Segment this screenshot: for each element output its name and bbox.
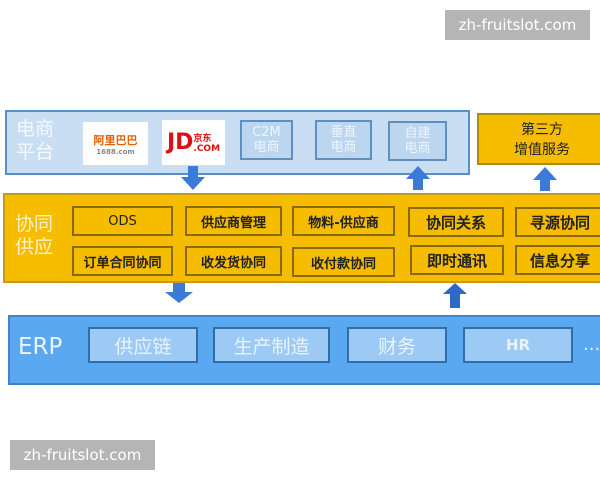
sourcing-collab-box: 寻源协同 [515, 207, 600, 237]
shipping-receiving-box: 收发货协同 [185, 246, 282, 276]
vertical-ecommerce-box: 垂直电商 [315, 120, 372, 160]
logo-sub: 京东 [193, 134, 212, 144]
ecommerce-label: 电商平台 [16, 118, 54, 164]
erp-label: ERP [18, 334, 63, 360]
arrow-up-icon [443, 283, 467, 308]
logo-suffix: .COM [193, 144, 221, 154]
arrow-down-icon [181, 166, 205, 190]
logo-sub: 1688.com [96, 147, 135, 156]
hr-module: HR [463, 327, 573, 363]
manufacturing-module: 生产制造 [213, 327, 330, 363]
logo-text: JD [166, 130, 194, 155]
self-built-ecommerce-box: 自建电商 [388, 121, 447, 161]
supply-chain-module: 供应链 [88, 327, 198, 363]
logo-text: 阿里巴巴 [93, 133, 138, 147]
box-line: 电商 [404, 141, 431, 156]
info-sharing-box: 信息分享 [515, 245, 600, 275]
arrow-up-icon [533, 167, 557, 191]
label-line: 供应 [15, 236, 54, 258]
arrow-up-icon [406, 166, 430, 190]
label-line: 平台 [16, 141, 55, 163]
box-line: 电商 [253, 140, 280, 155]
box-line: 自建 [404, 126, 431, 141]
arrow-down-icon [165, 283, 193, 303]
finance-module: 财务 [347, 327, 447, 363]
order-contract-box: 订单合同协同 [72, 246, 173, 276]
material-supplier-box: 物料-供应商 [292, 206, 395, 236]
ods-box: ODS [72, 206, 173, 236]
box-line: 第三方 [521, 122, 563, 138]
label-line: 协同 [15, 213, 54, 235]
box-line: 电商 [330, 140, 357, 155]
box-line: 增值服务 [514, 142, 570, 158]
supplier-management-box: 供应商管理 [185, 206, 282, 236]
label-line: 电商 [16, 118, 55, 140]
instant-messaging-box: 即时通讯 [410, 245, 504, 275]
box-line: 垂直 [330, 125, 357, 140]
box-line: C2M [252, 125, 281, 140]
collab-relation-box: 协同关系 [408, 207, 504, 237]
watermark-bottom: zh-fruitslot.com [10, 440, 155, 470]
third-party-services-box: 第三方增值服务 [477, 113, 600, 165]
payment-collab-box: 收付款协同 [292, 247, 395, 277]
collab-label: 协同供应 [15, 213, 53, 259]
more-ellipsis: ... [583, 334, 600, 355]
watermark-top: zh-fruitslot.com [445, 10, 590, 40]
